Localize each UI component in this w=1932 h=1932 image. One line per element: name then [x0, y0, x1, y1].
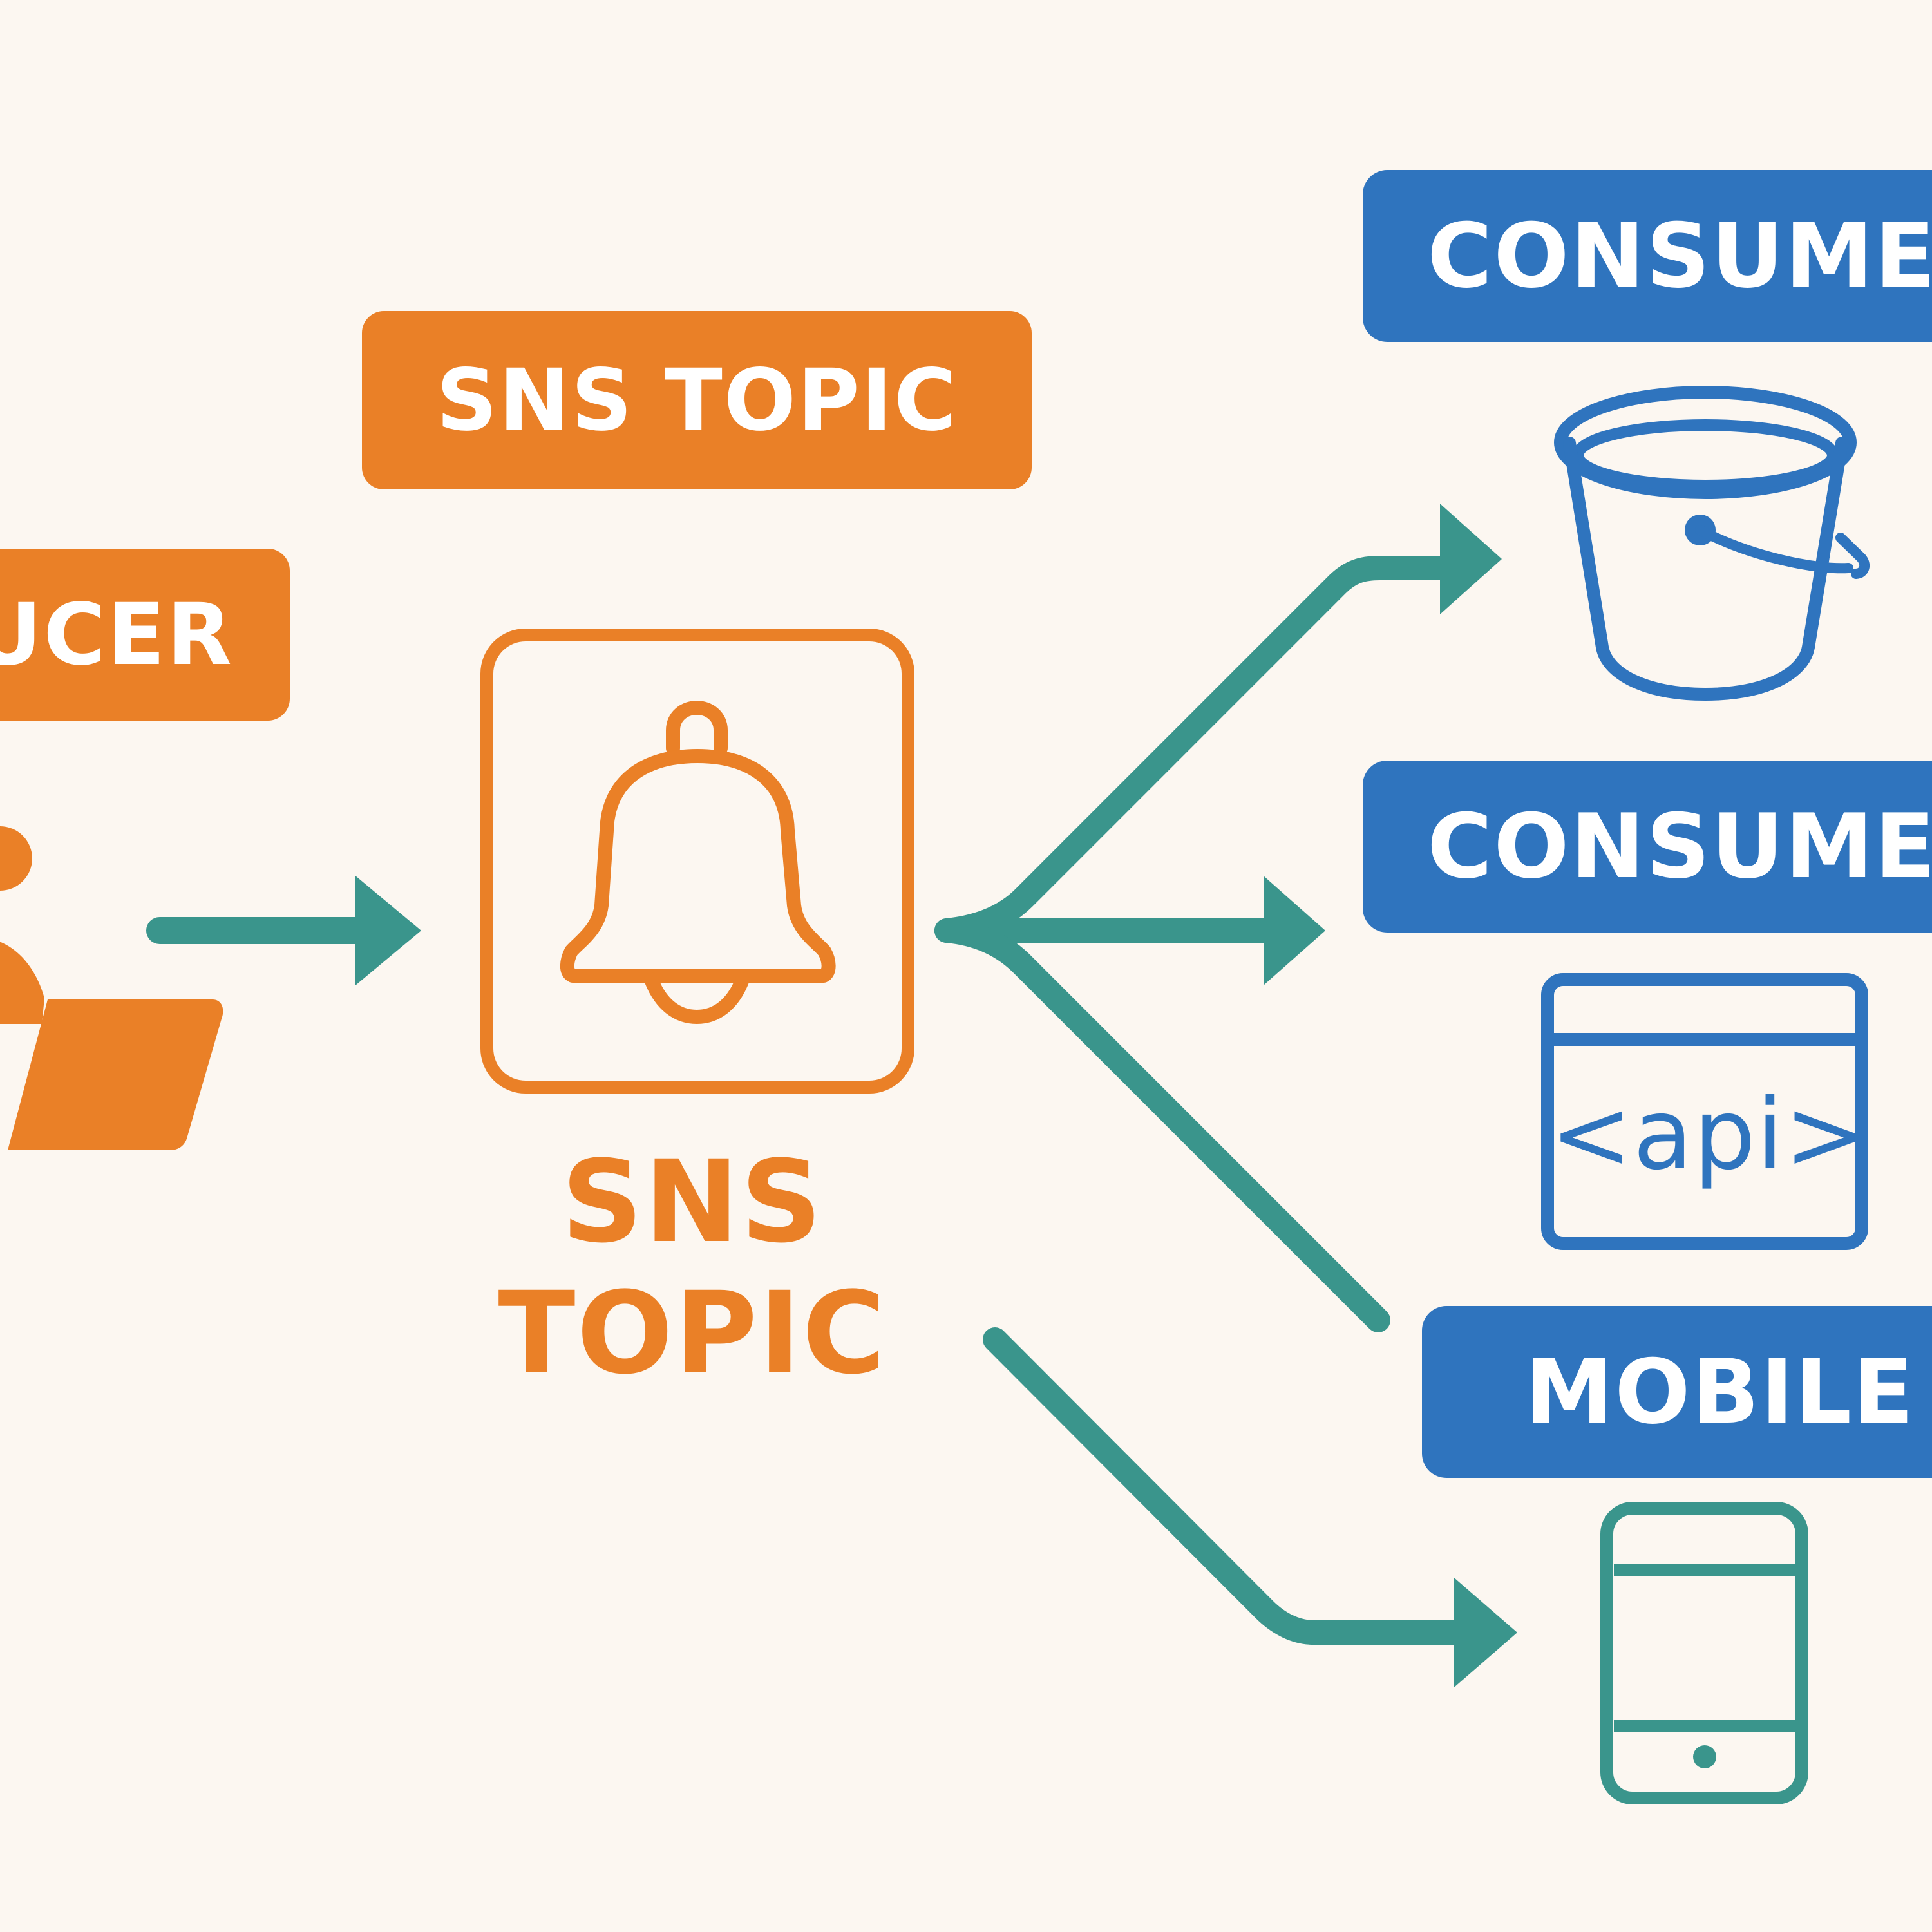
mobile-title-text: MOBILE — [1525, 1340, 1915, 1444]
bell-clapper-shape — [644, 972, 750, 1025]
person-head-shape — [0, 826, 32, 891]
fanout-connectors — [934, 504, 1517, 1687]
laptop-shape — [8, 999, 223, 1150]
center-caption-line-1: SNS — [561, 1136, 824, 1268]
center-caption-line-2: TOPIC — [498, 1267, 887, 1399]
connector-top-arrow-head — [1440, 504, 1502, 614]
api-label: <api> — [1550, 1077, 1867, 1191]
person-body-shape — [0, 942, 44, 1024]
mobile-title-box: MOBILE — [1422, 1306, 1932, 1478]
bell-body-shape — [560, 749, 836, 983]
phone-home-button — [1693, 1745, 1716, 1768]
producer-title-box: UCER — [0, 549, 290, 721]
phone-body-shape — [1600, 1502, 1808, 1804]
producer-arrow-head — [355, 876, 421, 985]
consumer-title-text-2: CONSUMER — [1427, 795, 1932, 898]
sns-topic-title-box: SNS TOPIC — [362, 311, 1032, 489]
mobile-phone-icon — [1600, 1502, 1808, 1804]
consumer-title-text-1: CONSUMER — [1427, 204, 1932, 308]
bucket-rim-shape — [1554, 386, 1857, 499]
consumer-title-box-2: CONSUMER — [1363, 761, 1932, 933]
connector-mobile-arrow-head — [1454, 1578, 1517, 1687]
topic-frame-shape — [480, 629, 914, 1094]
bucket-handle-shape — [1695, 525, 1853, 574]
bucket-icon — [1554, 386, 1870, 701]
browser-api-icon — [1541, 973, 1868, 1250]
bucket-side-clip-shape — [1835, 533, 1870, 579]
connector-mobile — [983, 1327, 1466, 1645]
bucket-inner-rim-shape — [1572, 419, 1839, 491]
bucket-body-shape — [1563, 437, 1848, 701]
consumer-title-box-1: CONSUMER — [1363, 170, 1932, 342]
person-laptop-icon — [0, 826, 223, 1150]
connector-lower — [934, 918, 1390, 1332]
connector-middle-arrow-head — [1264, 876, 1325, 985]
bell-top-shape — [666, 701, 728, 755]
browser-window-shape — [1541, 973, 1868, 1250]
bell-icon — [480, 629, 914, 1094]
center-caption: SNS TOPIC — [448, 1137, 937, 1399]
producer-arrow — [146, 876, 421, 985]
sns-topic-title-text: SNS TOPIC — [436, 350, 958, 450]
producer-title-text: UCER — [0, 585, 233, 685]
